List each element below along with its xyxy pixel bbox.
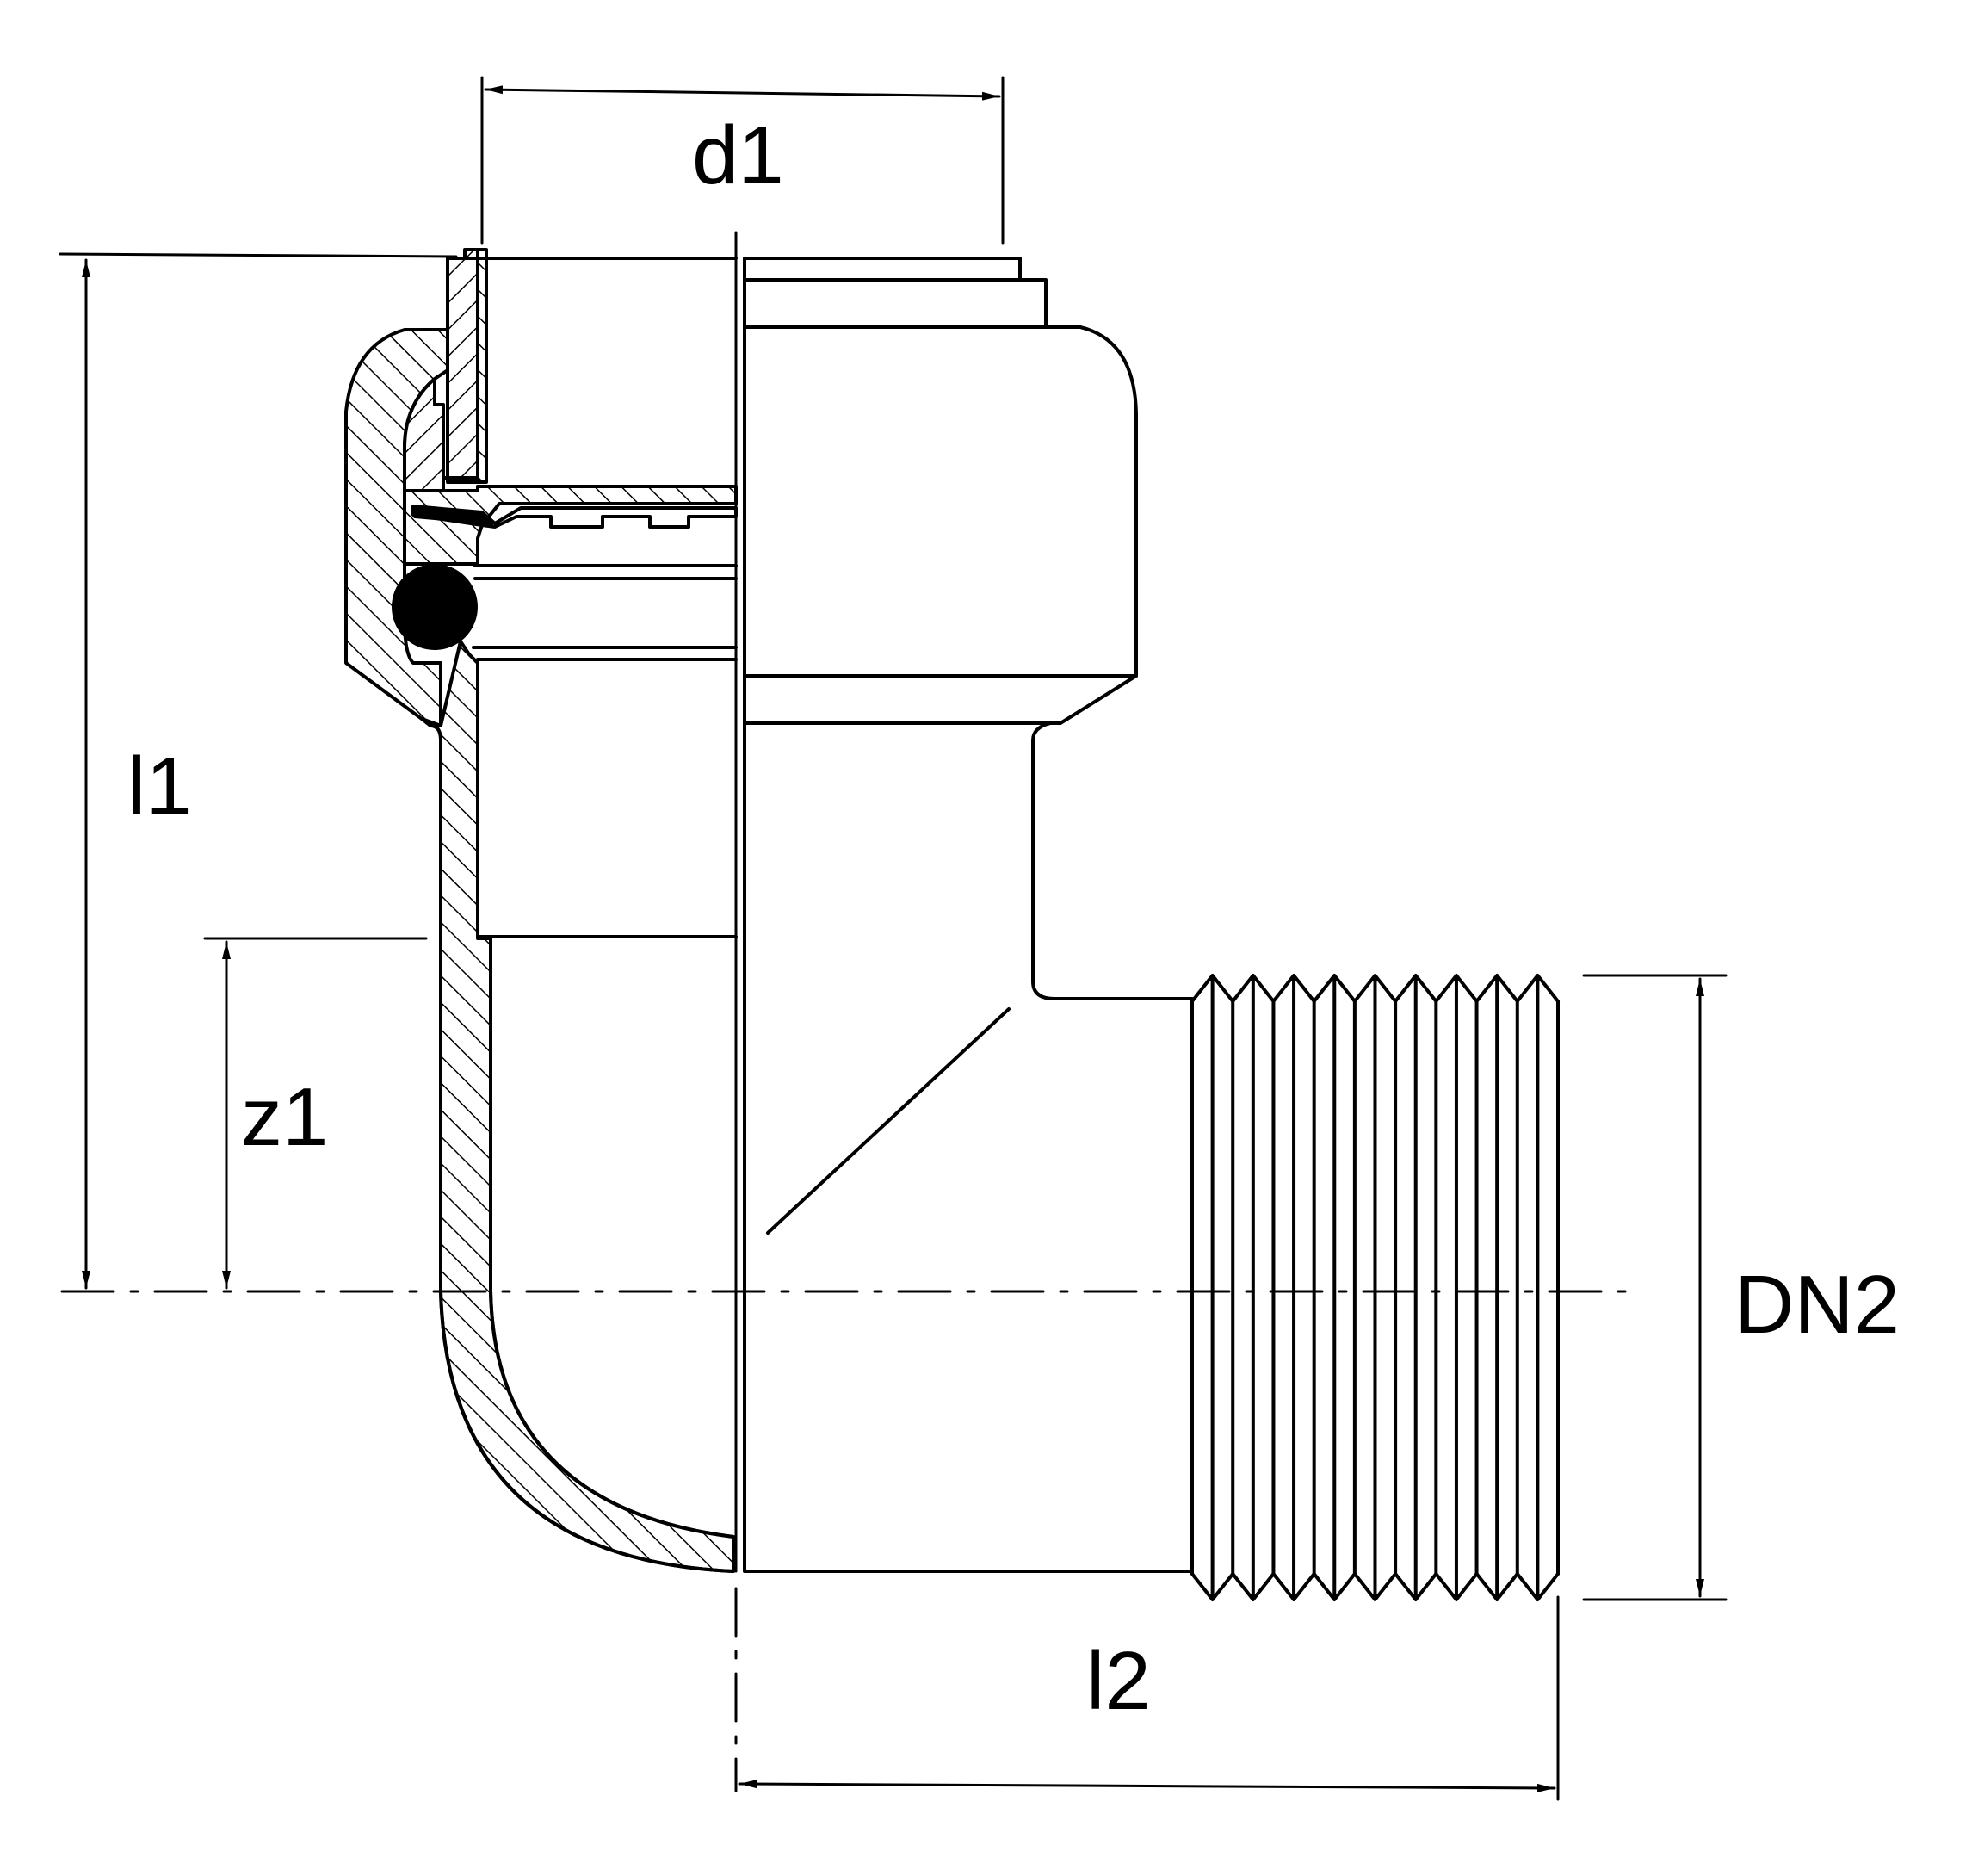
top-collar (743, 257, 1022, 282)
grip-teeth (411, 505, 738, 529)
male-thread (1190, 974, 1560, 1601)
top-step (743, 278, 1048, 329)
section-view (344, 248, 738, 1573)
o-ring-seal (392, 564, 478, 650)
dimensions (59, 76, 1728, 1801)
thread-crest-bottom (1190, 1572, 1560, 1601)
bend-seam-line (766, 1007, 1011, 1235)
l2-arrow (738, 1780, 1556, 1792)
label-l1: l1 (127, 740, 192, 833)
thread-crest-top (1190, 974, 1560, 1003)
insert-section (403, 248, 479, 492)
elbow-body-section (420, 640, 735, 1573)
label-d1: d1 (692, 109, 784, 201)
external-view (743, 257, 1194, 1573)
center-lines (60, 231, 1641, 1792)
union-nut-outline (743, 325, 1138, 725)
label-dn2: DN2 (1734, 1259, 1900, 1351)
label-z1: z1 (241, 1071, 328, 1163)
d1-arrow (484, 85, 1001, 101)
outer-bend (439, 739, 735, 1573)
inner-bend (489, 937, 735, 1539)
l1-ext-top (59, 252, 458, 258)
body-vertical-outline (743, 721, 1194, 1573)
grip-tooth (413, 506, 494, 525)
label-l2: l2 (1086, 1635, 1151, 1727)
